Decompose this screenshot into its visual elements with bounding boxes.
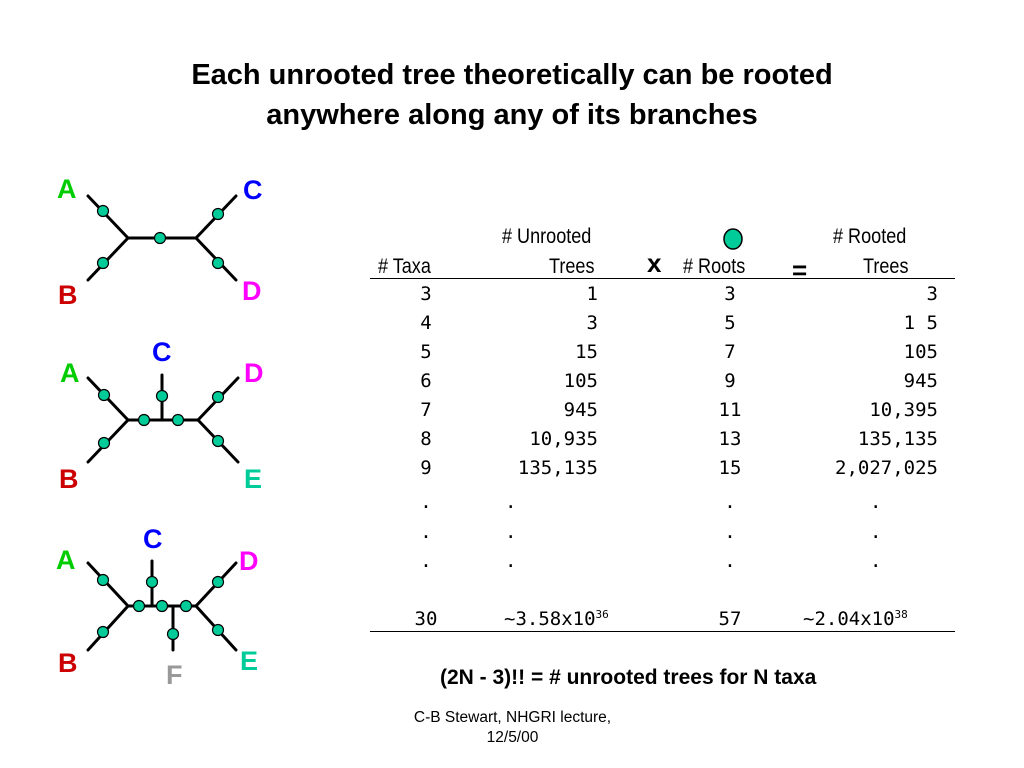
cell-roots: .	[724, 491, 736, 513]
cell-rooted: 3	[926, 283, 938, 305]
table-top-rule	[370, 278, 955, 279]
cell-unrooted: 3	[586, 312, 598, 334]
cell-rooted: ~2.04x1038	[803, 607, 908, 631]
tree3-label-b: B	[58, 648, 78, 678]
table-bottom-rule	[370, 631, 955, 632]
slide-title: Each unrooted tree theoretically can be …	[60, 55, 964, 135]
tree2-label-e: E	[244, 464, 263, 494]
tree1-label-b: B	[58, 280, 78, 310]
tree-5-taxa	[86, 373, 240, 464]
cell-taxa: .	[420, 550, 432, 572]
cell-roots: 57	[718, 608, 742, 630]
cell-taxa: 9	[420, 457, 432, 479]
tree2-label-a: A	[60, 358, 80, 388]
cell-roots: 13	[718, 428, 742, 450]
cell-rooted: .	[870, 491, 882, 513]
credit-footer: C-B Stewart, NHGRI lecture, 12/5/00	[380, 708, 645, 748]
equals-sign: =	[792, 255, 808, 285]
header-rooted-line2: Trees	[863, 255, 909, 278]
cell-roots: 5	[724, 312, 736, 334]
cell-rooted: 945	[903, 370, 938, 392]
cell-taxa: 8	[420, 428, 432, 450]
cell-unrooted: 15	[575, 341, 598, 363]
unrooted-base: ~3.58x10	[504, 608, 596, 630]
cell-roots: 7	[724, 341, 736, 363]
cell-taxa: .	[420, 491, 432, 513]
tree1-label-d: D	[242, 276, 262, 306]
rooted-base: ~2.04x10	[803, 608, 895, 630]
header-taxa: # Taxa	[378, 255, 431, 278]
tree1-label-a: A	[57, 174, 77, 204]
cell-taxa: 4	[420, 312, 432, 334]
cell-roots: 15	[718, 457, 742, 479]
cell-rooted: 1 5	[903, 312, 938, 334]
unrooted-exponent: 36	[595, 608, 609, 621]
cell-roots: 3	[724, 283, 736, 305]
cell-rooted: 10,395	[869, 399, 938, 421]
tree3-label-c: C	[143, 524, 163, 554]
formula-caption: (2N - 3)!! = # unrooted trees for N taxa	[440, 666, 817, 689]
cell-unrooted: 1	[586, 283, 598, 305]
header-unrooted-line2: Trees	[549, 255, 595, 278]
title-line-1: Each unrooted tree theoretically can be …	[191, 59, 833, 91]
tree2-label-d: D	[244, 358, 264, 388]
cell-taxa: 30	[414, 608, 438, 630]
root-position-markers	[96, 204, 225, 641]
cell-rooted: 135,135	[857, 428, 938, 450]
cell-unrooted: 135,135	[517, 457, 598, 479]
cell-rooted: 2,027,025	[835, 457, 938, 479]
cell-unrooted: 945	[563, 399, 598, 421]
root-marker-icon	[723, 228, 743, 250]
cell-unrooted: .	[505, 521, 517, 543]
cell-unrooted: .	[505, 550, 517, 572]
cell-taxa: .	[420, 521, 432, 543]
credit-line-2: 12/5/00	[486, 729, 539, 746]
tree3-label-f: F	[166, 660, 183, 690]
cell-roots: 11	[718, 399, 742, 421]
tree2-label-c: C	[152, 337, 172, 367]
tree3-label-e: E	[240, 646, 259, 676]
cell-unrooted: ~3.58x1036	[504, 607, 609, 631]
header-roots: # Roots	[683, 255, 746, 278]
title-line-2: anywhere along any of its branches	[266, 99, 758, 131]
tree3-label-d: D	[239, 546, 259, 576]
cell-unrooted: 10,935	[529, 428, 598, 450]
cell-rooted: .	[870, 521, 882, 543]
tree2-label-b: B	[59, 464, 79, 494]
rooted-exponent: 38	[894, 608, 908, 621]
header-unrooted-line1: # Unrooted	[502, 225, 592, 248]
cell-taxa: 3	[420, 283, 432, 305]
cell-unrooted: 105	[563, 370, 598, 392]
cell-taxa: 6	[420, 370, 432, 392]
cell-roots: 9	[724, 370, 736, 392]
credit-line-1: C-B Stewart, NHGRI lecture,	[413, 709, 612, 726]
cell-taxa: 7	[420, 399, 432, 421]
cell-taxa: 5	[420, 341, 432, 363]
cell-rooted: 105	[903, 341, 938, 363]
tree3-label-a: A	[56, 545, 76, 575]
times-sign: x	[647, 248, 662, 278]
cell-unrooted: .	[505, 491, 517, 513]
cell-roots: .	[724, 521, 736, 543]
tree1-label-c: C	[243, 175, 263, 205]
header-rooted-line1: # Rooted	[833, 225, 907, 248]
cell-roots: .	[724, 550, 736, 572]
cell-rooted: .	[870, 550, 882, 572]
